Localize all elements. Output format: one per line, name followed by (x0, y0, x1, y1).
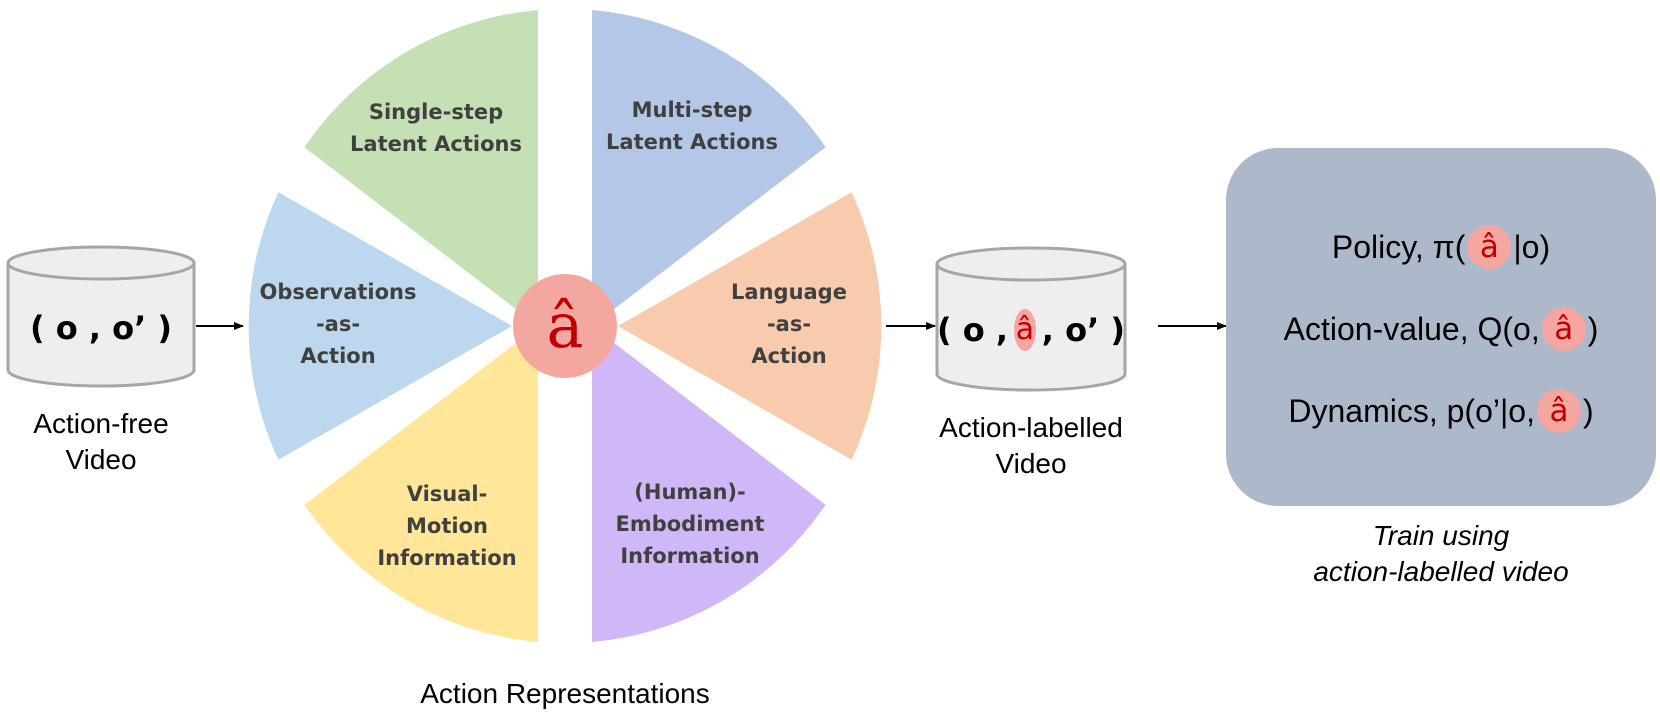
visual-motion-information-sector (304, 326, 538, 642)
action-value-prefix: Action-value, Q(o, (1283, 310, 1540, 347)
multi-step-line2: Latent Actions (606, 130, 778, 154)
multi-step-latent-actions-sector (592, 10, 826, 326)
train-caption-line2: action-labelled video (1313, 556, 1569, 587)
observations-as-action-sector (248, 192, 512, 460)
dynamics-symbol-badge: â (1536, 389, 1581, 433)
center-action-circle (513, 274, 617, 378)
policy-prefix: Policy, π( (1331, 228, 1466, 265)
action-free-caption-line2: Video (65, 444, 137, 475)
language-line1: Language (731, 280, 847, 304)
policy-line: Policy, π( â |o) (1226, 224, 1656, 270)
visual-motion-line1: Visual- (406, 482, 488, 506)
train-caption: Train using action-labelled video (1241, 518, 1641, 590)
observations-line3: Action (300, 344, 376, 368)
action-labelled-caption: Action-labelled Video (931, 410, 1131, 482)
wheel-caption: Action Representations (420, 678, 710, 709)
embodiment-information-sector (592, 326, 826, 642)
action-free-tuple: ( o , o’ ) (8, 300, 194, 356)
embodiment-line1: (Human)- (634, 480, 746, 504)
action-free-caption: Action-free Video (1, 406, 201, 478)
action-free-tuple-text: ( o , o’ ) (29, 309, 173, 347)
action-labelled-caption-line2: Video (995, 448, 1067, 479)
embodiment-line2: Embodiment (615, 512, 765, 536)
visual-motion-line3: Information (377, 546, 517, 570)
single-step-latent-actions-sector (304, 10, 538, 326)
single-step-line2: Latent Actions (350, 132, 522, 156)
dynamics-prefix: Dynamics, p(o’|o, (1288, 392, 1535, 429)
action-labelled-caption-line1: Action-labelled (939, 412, 1123, 443)
action-free-video-database (6, 245, 196, 388)
multi-step-line1: Multi-step (631, 98, 753, 122)
action-value-symbol-badge: â (1541, 307, 1586, 351)
action-labelled-tuple: ( o , â , o’ ) (937, 302, 1125, 358)
policy-symbol-badge: â (1467, 225, 1512, 269)
multi-step-label: Multi-step Latent Actions (592, 94, 792, 158)
observations-line2: -as- (315, 312, 361, 336)
action-labelled-tuple-close: , o’ ) (1041, 311, 1125, 349)
dynamics-suffix: ) (1582, 392, 1594, 429)
embodiment-label: (Human)- Embodiment Information (600, 476, 780, 572)
center-action-symbol: â (546, 289, 584, 362)
action-labelled-symbol-badge: â (1014, 309, 1036, 351)
language-line2: -as- (766, 312, 812, 336)
single-step-label: Single-step Latent Actions (336, 96, 536, 160)
visual-motion-label: Visual- Motion Information (357, 478, 537, 574)
train-caption-line1: Train using (1372, 520, 1510, 551)
language-line3: Action (751, 344, 827, 368)
action-labelled-tuple-open: ( o , (937, 311, 1009, 349)
single-step-line1: Single-step (368, 100, 504, 124)
language-label: Language -as- Action (709, 276, 869, 372)
training-targets-box: Policy, π( â |o) Action-value, Q(o, â ) … (1226, 148, 1656, 506)
action-value-line: Action-value, Q(o, â ) (1226, 306, 1656, 352)
language-as-action-sector (618, 192, 882, 460)
visual-motion-line2: Motion (406, 514, 488, 538)
observations-label: Observations -as- Action (248, 276, 428, 372)
policy-suffix: |o) (1513, 228, 1551, 265)
observations-line1: Observations (259, 280, 417, 304)
dynamics-line: Dynamics, p(o’|o, â ) (1226, 388, 1656, 434)
action-free-caption-line1: Action-free (33, 408, 169, 439)
action-value-suffix: ) (1587, 310, 1599, 347)
embodiment-line3: Information (620, 544, 760, 568)
